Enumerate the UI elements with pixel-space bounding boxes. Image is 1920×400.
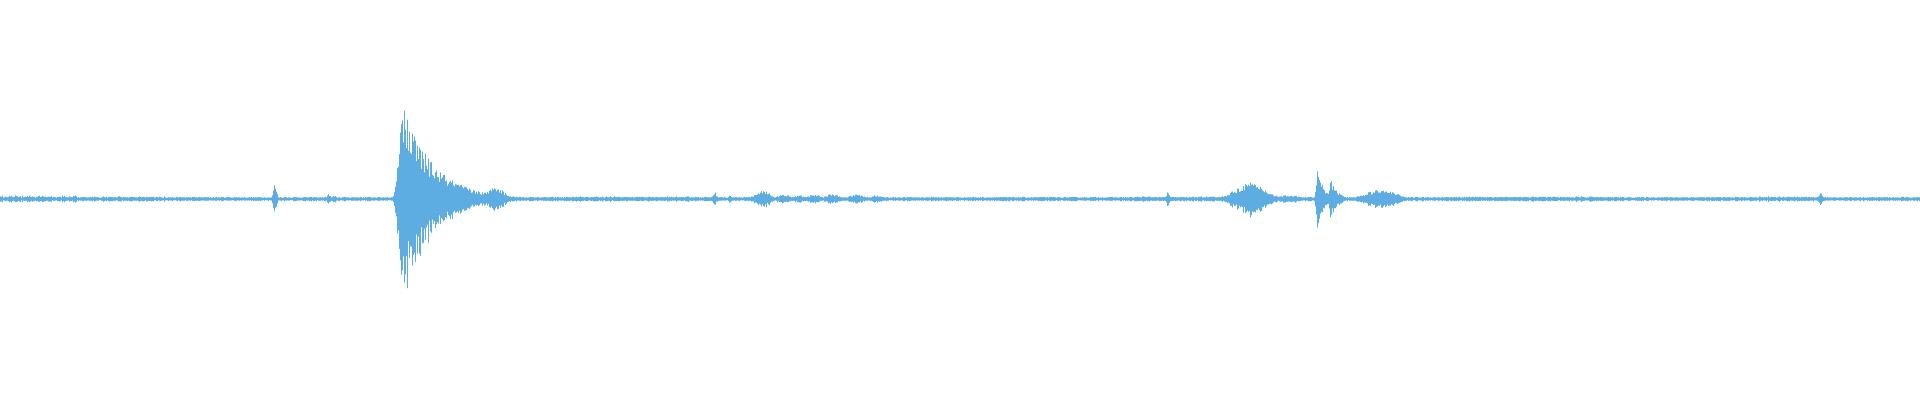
waveform-trace — [0, 110, 1920, 289]
